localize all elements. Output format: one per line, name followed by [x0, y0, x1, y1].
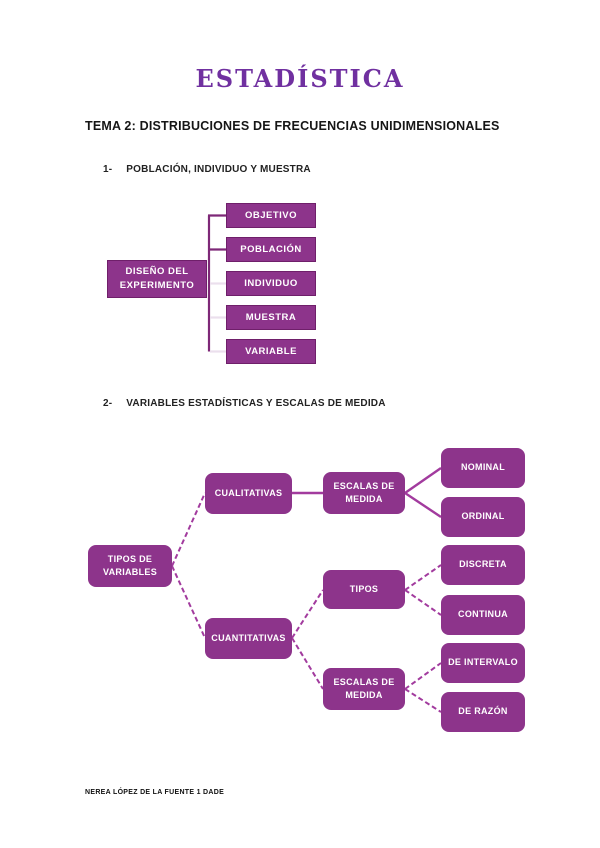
- node-nominal: NOMINAL: [441, 448, 525, 488]
- node-de-razon: DE RAZÓN: [441, 692, 525, 732]
- node-de-intervalo: DE INTERVALO: [441, 643, 525, 683]
- connector-line: [404, 688, 442, 713]
- node-escalas-de-medida-cualitativas: ESCALAS DE MEDIDA: [323, 472, 405, 514]
- node-individuo: INDIVIDUO: [226, 271, 316, 296]
- connector-line: [404, 492, 442, 518]
- connector-line: [404, 662, 442, 690]
- section-heading-1: 1- POBLACIÓN, INDIVIDUO Y MUESTRA: [103, 164, 311, 175]
- node-cualitativas: CUALITATIVAS: [205, 473, 292, 514]
- node-escalas-de-medida-cuantitativas: ESCALAS DE MEDIDA: [323, 668, 405, 710]
- node-objetivo: OBJETIVO: [226, 203, 316, 228]
- document-title: ESTADÍSTICA: [195, 64, 405, 93]
- node-muestra: MUESTRA: [226, 305, 316, 330]
- section-title: VARIABLES ESTADÍSTICAS Y ESCALAS DE MEDI…: [126, 398, 386, 409]
- connector-line: [171, 565, 206, 639]
- node-poblacion: POBLACIÓN: [226, 237, 316, 262]
- node-diseno-experimento: DISEÑO DEL EXPERIMENTO: [107, 260, 207, 298]
- node-discreta: DISCRETA: [441, 545, 525, 585]
- topic-heading: TEMA 2: DISTRIBUCIONES DE FRECUENCIAS UN…: [85, 119, 500, 133]
- section-heading-2: 2- VARIABLES ESTADÍSTICAS Y ESCALAS DE ME…: [103, 398, 386, 409]
- node-tipos-de-variables: TIPOS DE VARIABLES: [88, 545, 172, 587]
- connector-line: [404, 467, 442, 494]
- connector-line: [404, 589, 442, 616]
- connector-line: [171, 492, 206, 567]
- section-number: 1-: [103, 164, 113, 175]
- connector-line: [404, 564, 442, 591]
- node-cuantitativas: CUANTITATIVAS: [205, 618, 292, 659]
- node-tipos: TIPOS: [323, 570, 405, 609]
- connector-line: [291, 589, 324, 639]
- section-title: POBLACIÓN, INDIVIDUO Y MUESTRA: [126, 164, 311, 175]
- section-number: 2-: [103, 398, 113, 409]
- connector-line: [291, 637, 324, 690]
- node-variable: VARIABLE: [226, 339, 316, 364]
- node-ordinal: ORDINAL: [441, 497, 525, 537]
- node-continua: CONTINUA: [441, 595, 525, 635]
- footer-author: NEREA LÓPEZ DE LA FUENTE 1 DADE: [85, 789, 225, 796]
